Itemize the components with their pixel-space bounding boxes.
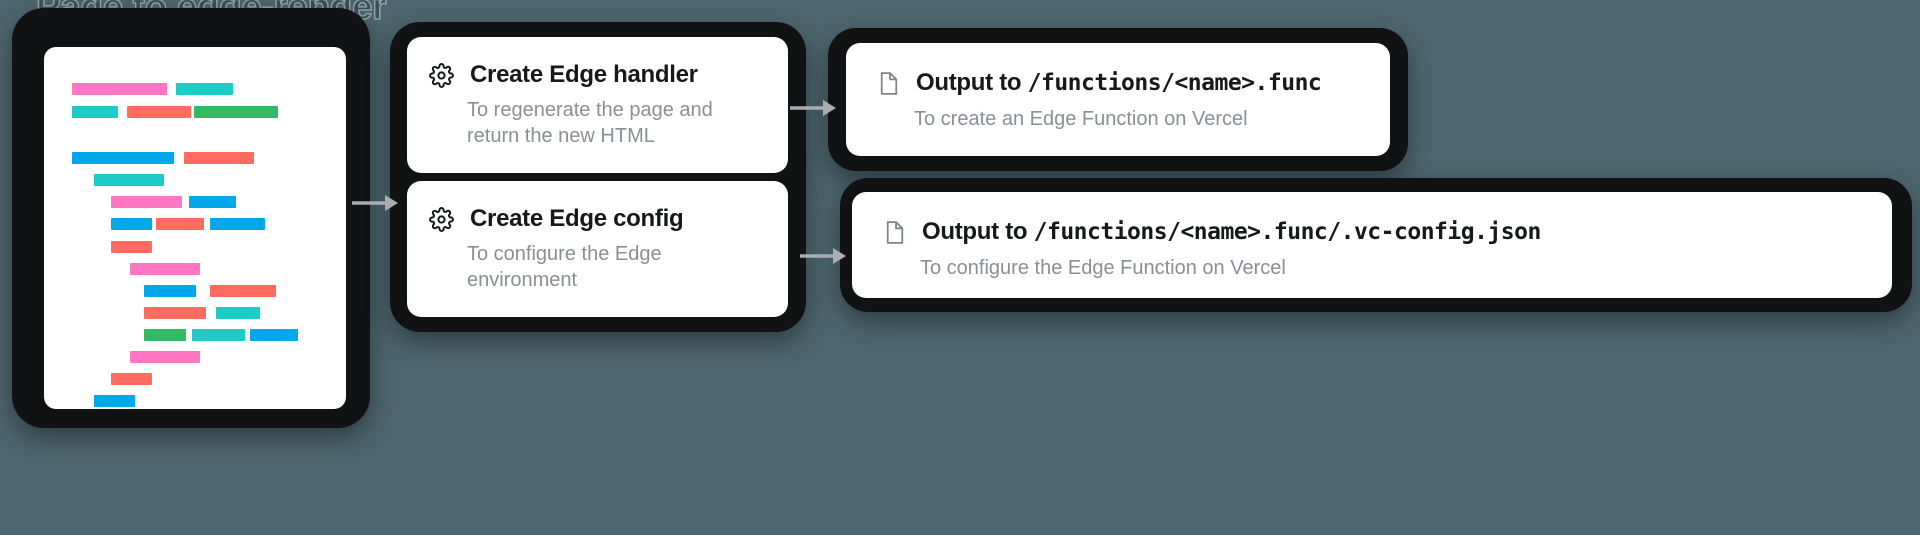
card-head: Output to /functions/<name>.func xyxy=(846,69,1390,97)
code-bar xyxy=(111,218,152,230)
step-title: Create Edge config xyxy=(470,205,684,232)
code-bar xyxy=(94,174,164,186)
output-title-path: /functions/<name>.func/.vc-config.json xyxy=(1033,219,1542,245)
code-bar xyxy=(210,285,276,297)
code-bar xyxy=(216,307,260,319)
step-card-create-edge-config[interactable]: Create Edge config To configure the Edge… xyxy=(407,181,788,317)
code-bar xyxy=(156,218,204,230)
output-title-path: /functions/<name>.func xyxy=(1027,70,1322,96)
code-bar xyxy=(250,329,298,341)
source-group xyxy=(12,8,370,428)
code-bar xyxy=(176,83,233,95)
code-bars xyxy=(44,47,346,409)
output-group-func: Output to /functions/<name>.func To crea… xyxy=(828,28,1408,171)
step-title: Create Edge handler xyxy=(470,61,698,88)
card-head: Create Edge config xyxy=(429,205,766,233)
code-bar xyxy=(94,395,135,407)
arrow-handler-to-output xyxy=(790,97,838,119)
output-title: Output to /functions/<name>.func/.vc-con… xyxy=(922,218,1541,246)
code-preview-card xyxy=(44,47,346,409)
step-subtitle: To configure the Edge environment xyxy=(467,243,662,292)
code-bar xyxy=(194,106,278,118)
card-head: Output to /functions/<name>.func/.vc-con… xyxy=(852,218,1892,246)
output-subtitle: To create an Edge Function on Vercel xyxy=(914,108,1248,130)
output-card-vc-config[interactable]: Output to /functions/<name>.func/.vc-con… xyxy=(852,192,1892,298)
code-bar xyxy=(111,373,152,385)
code-bar xyxy=(72,106,118,118)
output-subtitle: To configure the Edge Function on Vercel xyxy=(920,257,1286,279)
code-bar xyxy=(130,263,200,275)
code-bar xyxy=(192,329,245,341)
card-head: Create Edge handler xyxy=(429,61,766,89)
code-bar xyxy=(72,83,167,95)
gear-icon xyxy=(429,206,454,232)
gear-icon xyxy=(429,62,454,88)
arrow-source-to-steps xyxy=(352,192,400,214)
file-icon xyxy=(884,220,906,245)
code-bar xyxy=(111,196,182,208)
code-bar xyxy=(189,196,236,208)
output-group-vc-config: Output to /functions/<name>.func/.vc-con… xyxy=(840,178,1912,312)
arrow-config-to-output xyxy=(800,245,848,267)
code-bar xyxy=(210,218,265,230)
output-card-func[interactable]: Output to /functions/<name>.func To crea… xyxy=(846,43,1390,156)
file-icon xyxy=(878,71,900,96)
code-bar xyxy=(111,241,152,253)
code-bar xyxy=(127,106,191,118)
step-card-create-edge-handler[interactable]: Create Edge handler To regenerate the pa… xyxy=(407,37,788,173)
code-bar xyxy=(72,152,174,164)
output-title: Output to /functions/<name>.func xyxy=(916,69,1322,97)
output-title-prefix: Output to xyxy=(916,69,1028,96)
code-bar xyxy=(144,307,206,319)
steps-group: Create Edge handler To regenerate the pa… xyxy=(390,22,806,332)
code-bar xyxy=(130,351,200,363)
code-bar xyxy=(144,329,186,341)
code-bar xyxy=(144,285,196,297)
code-bar xyxy=(184,152,254,164)
step-subtitle: To regenerate the page and return the ne… xyxy=(467,99,713,148)
output-title-prefix: Output to xyxy=(922,218,1034,245)
